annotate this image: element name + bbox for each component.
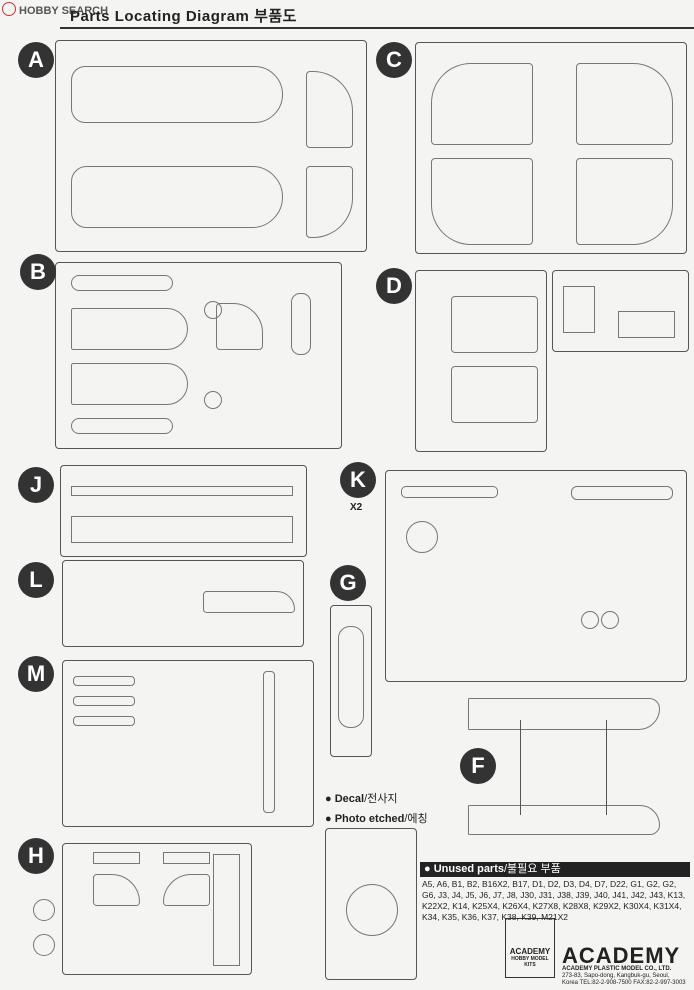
sprue-b-frame [55,262,342,449]
part-m-missile-3 [73,716,135,726]
part-h-vent-2 [163,852,210,864]
part-fuselage-bottom [71,166,283,228]
part-fin-1 [216,303,263,350]
part-nose-1 [71,308,188,350]
part-k-tank [571,486,673,500]
part-tank-2 [71,418,173,434]
part-h-vent [93,852,140,864]
sprue-h-frame [33,843,252,975]
sprue-a-frame [55,40,367,252]
part-h-ring-1 [33,899,55,921]
part-m-rack [263,671,275,813]
part-nose-2 [71,363,188,405]
brand-address: ACADEMY PLASTIC MODEL CO., LTD. 273-83, … [562,966,686,986]
part-j-rack [71,486,293,496]
watermark: HOBBY SEARCH [2,2,108,17]
part-intake-2 [451,366,538,423]
sprue-label-h: H [18,838,54,874]
part-wing-left-bottom [431,158,533,245]
photo-etched-label: ● Photo etched/에칭 [325,813,428,825]
sprue-g-frame [330,605,372,757]
part-j-small [71,516,293,543]
sprue-label-j: J [18,467,54,503]
sprue-l-frame [62,560,304,647]
part-f-tail-bottom [468,805,660,835]
unused-parts-list: A5, A6, B1, B2, B16X2, B17, D1, D2, D3, … [422,879,686,922]
part-tank-1 [71,275,173,291]
part-l-pylon [203,591,295,613]
sprue-j-frame [60,465,307,557]
sprue-m-frame [62,660,314,827]
sprue-label-f: F [460,748,496,784]
part-wheel-1 [204,301,222,319]
sprue-k-count: X2 [350,502,363,513]
sprue-k-frame [385,470,687,682]
part-m-missile-1 [73,676,135,686]
part-stabilizer-top [306,71,353,148]
part-stabilizer-bottom [306,166,353,238]
watermark-logo-icon [2,2,16,16]
part-wheel-2 [204,391,222,409]
sprue-label-k: K [340,462,376,498]
unused-parts-title: ● Unused parts/불필요 부품 [420,862,690,877]
unused-parts-box: ● Unused parts/불필요 부품 A5, A6, B1, B2, B1… [420,862,690,944]
part-wing-left-top [431,63,533,145]
header-rule [60,27,694,29]
sprue-label-c: C [376,42,412,78]
part-h-fin-1 [93,874,140,906]
sprue-c-frame [415,42,687,254]
photo-etched-fret [325,828,417,980]
part-k-engine [406,521,438,553]
part-m-missile-2 [73,696,135,706]
part-h-ring-2 [33,934,55,956]
sprue-label-g: G [330,565,366,601]
header-bar: HOBBY SEARCH Parts Locating Diagram 부품도 [0,0,694,30]
part-k-wheel-1 [581,611,599,629]
part-f-runner [520,720,607,815]
part-g-canopy [338,626,364,728]
part-k-wheel-2 [601,611,619,629]
page-title: Parts Locating Diagram 부품도 [70,8,297,25]
part-wing-right-top [576,63,673,145]
sprue-label-a: A [18,42,54,78]
part-h-fin-2 [163,874,210,906]
brand-logo: ACADEMY [562,943,681,968]
part-intake-1 [451,296,538,353]
part-k-missile-1 [401,486,498,498]
sprue-d-frame [415,270,547,452]
part-h-panel [213,854,240,966]
academy-box-logo: ACADEMY HOBBY MODEL KITS [505,918,555,978]
sprue-label-b: B [20,254,56,290]
decal-label: ● Decal/전사지 [325,793,398,805]
part-gear-bay [618,311,675,338]
sprue-label-d: D [376,268,412,304]
part-wing-right-bottom [576,158,673,245]
sprue-label-l: L [18,562,54,598]
part-fuselage-top [71,66,283,123]
sprue-d-sub-frame [552,270,689,352]
part-pe-ring [346,884,398,936]
part-canopy [291,293,311,355]
part-seat [563,286,595,333]
sprue-label-m: M [18,656,54,692]
